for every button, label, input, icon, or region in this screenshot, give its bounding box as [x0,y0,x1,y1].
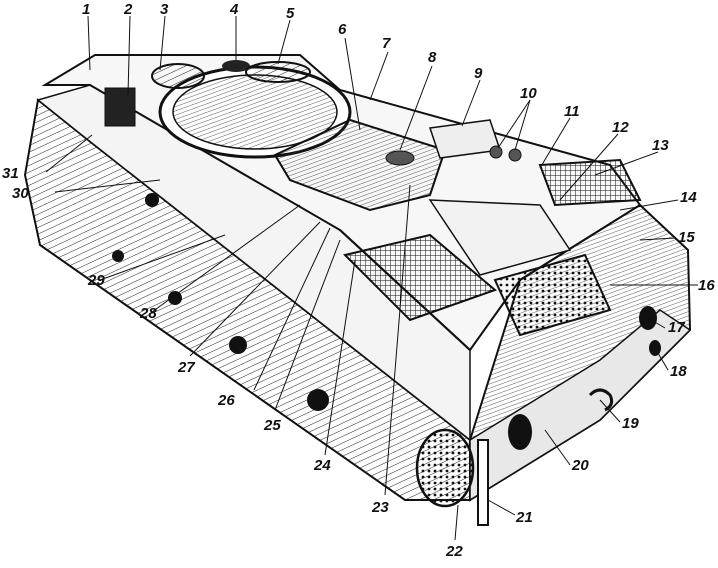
callout-15: 15 [678,229,695,246]
callout-22: 22 [445,543,463,560]
rear-step [477,439,489,526]
side-port-2 [168,291,182,305]
periscope-block [104,87,136,127]
filler-cap [385,150,415,166]
callout-4: 4 [229,1,239,18]
callout-7: 7 [382,35,391,52]
callout-26: 26 [217,392,235,409]
deck-ridge [339,229,471,351]
side-port-5 [112,250,124,262]
callout-8: 8 [428,49,437,66]
callout-10: 10 [520,85,537,102]
callout-6: 6 [338,21,347,38]
callout-16: 16 [698,277,715,294]
rear-deck-plate [428,199,572,276]
callout-21: 21 [515,509,533,526]
callout-25: 25 [263,417,281,434]
hull-rear-lower-plate [469,309,692,502]
side-port-3 [229,336,247,354]
callout-19: 19 [622,415,639,432]
side-port-1 [145,193,159,207]
exhaust-grille-top [538,158,642,207]
filler-cap-a [489,145,503,159]
callout-1: 1 [82,1,90,18]
rear-port [508,414,532,450]
tow-hook [588,388,614,412]
callout-11: 11 [564,103,580,120]
callout-2: 2 [123,1,133,18]
callout-5: 5 [286,5,295,22]
callout-14: 14 [680,189,697,206]
callout-18: 18 [670,363,687,380]
commander-hatch [245,61,311,83]
side-port-4 [307,389,329,411]
callout-13: 13 [652,137,669,154]
callout-24: 24 [313,457,331,474]
callout-23: 23 [371,499,389,516]
callout-17: 17 [668,319,685,336]
radiator-grille [343,233,497,322]
callout-20: 20 [571,457,589,474]
louvre-panel [493,253,612,337]
callout-27: 27 [177,359,195,376]
callout-30: 30 [12,185,29,202]
rear-round-hatch [415,428,475,508]
callout-12: 12 [612,119,629,136]
callout-31: 31 [2,165,19,182]
callout-9: 9 [474,65,483,82]
callout-29: 29 [87,272,105,289]
leader-lines [45,15,698,541]
filler-cap-b [508,148,522,162]
callout-28: 28 [139,305,157,322]
small-hatch [222,60,250,72]
callout-3: 3 [160,1,169,18]
driver-hatch [151,63,205,89]
